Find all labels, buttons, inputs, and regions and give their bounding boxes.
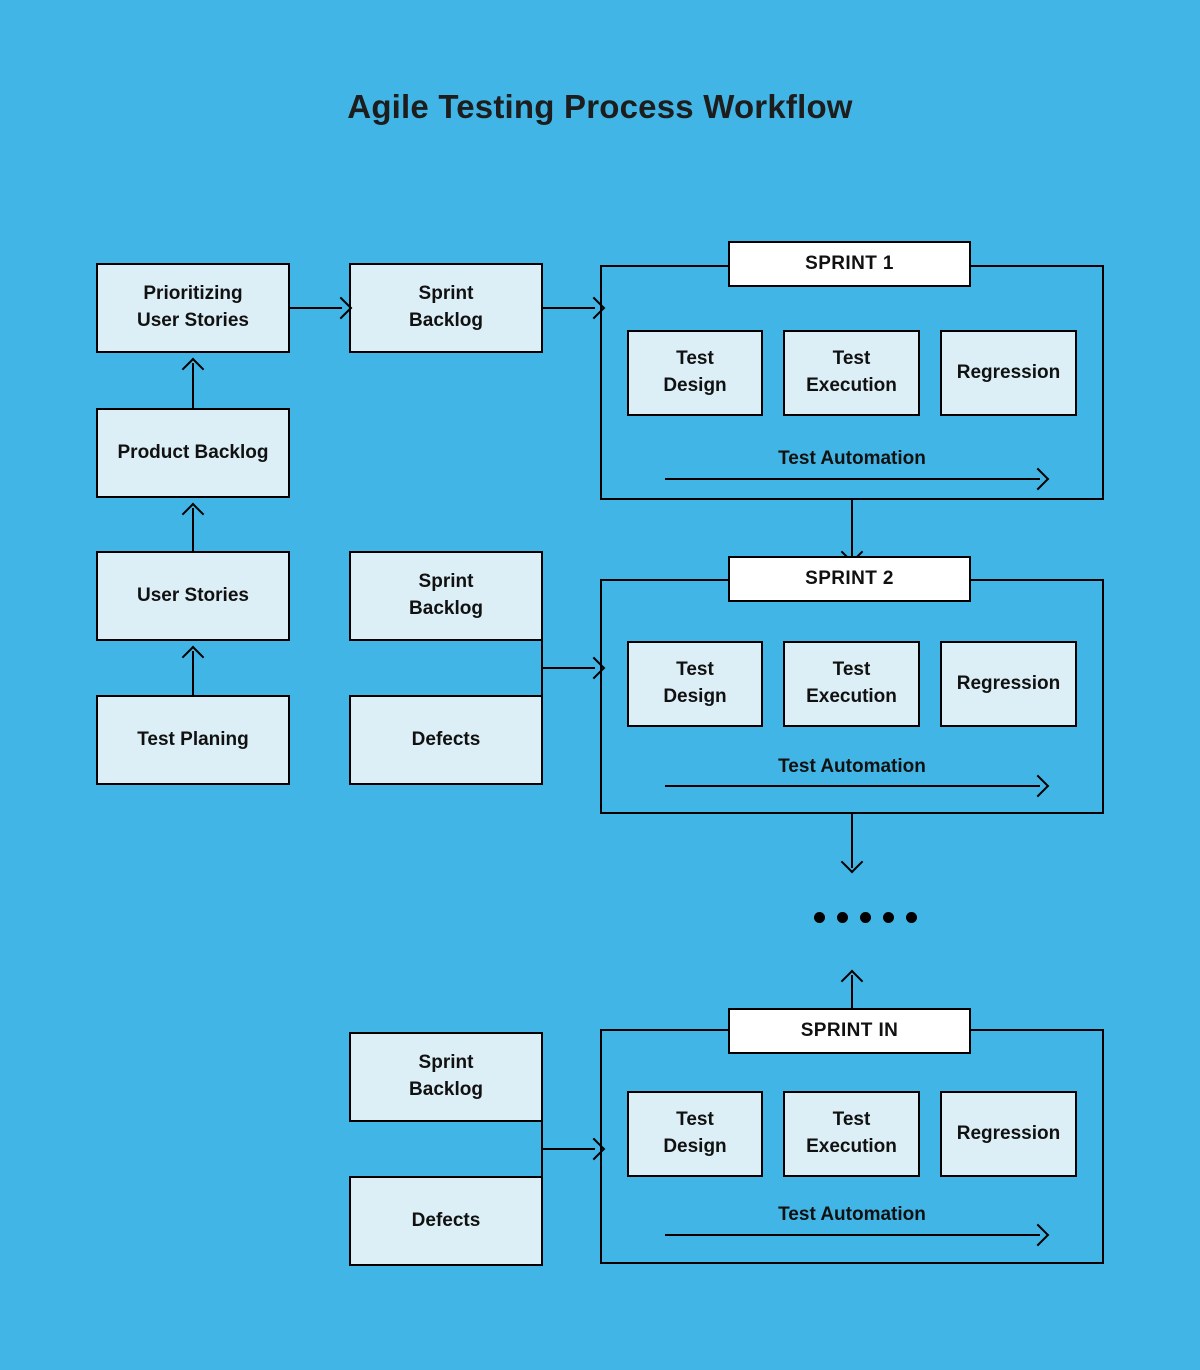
dot-icon (860, 912, 871, 923)
box-label-line1: Product Backlog (117, 441, 269, 463)
box-sprint-1-test-design[interactable]: Test Design (627, 330, 763, 416)
box-sprint-n-test-execution[interactable]: Test Execution (783, 1091, 920, 1177)
dot-icon (814, 912, 825, 923)
box-label-line1: Regression (956, 672, 1061, 694)
connector-sprintn-inputs-to-sprint-n (541, 1148, 595, 1150)
connector-sprint2-inputs-to-sprint-2 (541, 667, 595, 669)
box-label-line1: Test (832, 348, 871, 370)
sprint-n-test-automation-arrow (665, 1234, 1040, 1236)
automation-label-text: Test Automation (778, 1204, 926, 1225)
box-sprint-2-test-design[interactable]: Test Design (627, 641, 763, 727)
sprint-1-label-tab: SPRINT 1 (728, 241, 971, 287)
sprint-n-label-tab: SPRINT IN (728, 1008, 971, 1054)
sprint-1-test-automation-label: Test Automation (600, 448, 1104, 470)
connector-product-backlog-to-prioritizing (192, 363, 194, 408)
box-label-line1: User Stories (137, 584, 249, 606)
box-label-line2: Design (663, 375, 727, 396)
connector-user-stories-to-product-backlog (192, 508, 194, 551)
box-label-line1: Regression (956, 1122, 1061, 1144)
box-label-line1: Test (832, 1109, 871, 1131)
box-label-line1: Test (676, 659, 714, 681)
box-label-line2: Backlog (409, 310, 483, 331)
box-sprint-1-regression[interactable]: Regression (940, 330, 1077, 416)
box-prioritizing-user-stories[interactable]: Prioritizing User Stories (96, 263, 290, 353)
box-sprint-n-test-design[interactable]: Test Design (627, 1091, 763, 1177)
box-sprint-n-regression[interactable]: Regression (940, 1091, 1077, 1177)
box-user-stories[interactable]: User Stories (96, 551, 290, 641)
sprint-2-test-automation-arrow (665, 785, 1040, 787)
dot-icon (837, 912, 848, 923)
connector-sprint-backlog-1-to-sprint-1 (543, 307, 595, 309)
sprint-2-label-tab: SPRINT 2 (728, 556, 971, 602)
box-label-line1: Defects (411, 728, 481, 750)
page-title: Agile Testing Process Workflow (347, 88, 853, 125)
box-label-line1: Regression (956, 361, 1061, 383)
box-label-line1: Test (676, 348, 714, 370)
box-label-line2: Execution (806, 686, 897, 707)
box-label-line1: Test (676, 1109, 714, 1131)
connector-test-planing-to-user-stories (192, 651, 194, 695)
arrowhead-up-icon (181, 357, 205, 381)
dot-icon (906, 912, 917, 923)
sprint-1-test-automation-arrow (665, 478, 1040, 480)
box-label-line2: User Stories (137, 310, 249, 331)
ellipsis-dots (814, 912, 917, 923)
box-label-line1: Test (832, 659, 871, 681)
box-label-line1: Sprint (418, 571, 474, 593)
box-test-planing[interactable]: Test Planing (96, 695, 290, 785)
automation-label-text: Test Automation (778, 448, 926, 469)
connector-sprint-2-to-ellipsis (851, 814, 853, 868)
sprint-label: SPRINT IN (800, 1020, 899, 1041)
automation-label-text: Test Automation (778, 756, 926, 777)
box-defects-n[interactable]: Defects (349, 1176, 543, 1266)
box-label-line2: Backlog (409, 1079, 483, 1100)
box-label-line1: Test Planing (137, 728, 249, 750)
box-label-line2: Execution (806, 1136, 897, 1157)
connector-sprint-1-to-sprint-2 (851, 500, 853, 558)
box-sprint-2-test-execution[interactable]: Test Execution (783, 641, 920, 727)
sprint-n-test-automation-label: Test Automation (600, 1204, 1104, 1226)
box-label-line1: Sprint (418, 1052, 474, 1074)
connector-prioritizing-to-sprint-backlog-1 (290, 307, 342, 309)
box-product-backlog[interactable]: Product Backlog (96, 408, 290, 498)
sprint-label: SPRINT 1 (805, 253, 894, 274)
arrowhead-down-icon (840, 850, 864, 874)
box-label-line1: Defects (411, 1209, 481, 1231)
box-label-line2: Backlog (409, 598, 483, 619)
box-label-line2: Design (663, 1136, 727, 1157)
connector-ellipsis-to-sprint-n (851, 975, 853, 1008)
box-label-line1: Prioritizing (143, 283, 243, 305)
sprint-label: SPRINT 2 (805, 568, 894, 589)
sprint-2-test-automation-label: Test Automation (600, 756, 1104, 778)
dot-icon (883, 912, 894, 923)
arrowhead-up-icon (181, 502, 205, 526)
box-sprint-1-test-execution[interactable]: Test Execution (783, 330, 920, 416)
arrowhead-up-icon (181, 645, 205, 669)
arrowhead-up-icon (840, 969, 864, 993)
box-sprint-backlog-2[interactable]: Sprint Backlog (349, 551, 543, 641)
box-label-line2: Design (663, 686, 727, 707)
box-defects-2[interactable]: Defects (349, 695, 543, 785)
box-label-line2: Execution (806, 375, 897, 396)
box-label-line1: Sprint (418, 283, 474, 305)
box-sprint-2-regression[interactable]: Regression (940, 641, 1077, 727)
box-sprint-backlog-1[interactable]: Sprint Backlog (349, 263, 543, 353)
box-sprint-backlog-n[interactable]: Sprint Backlog (349, 1032, 543, 1122)
